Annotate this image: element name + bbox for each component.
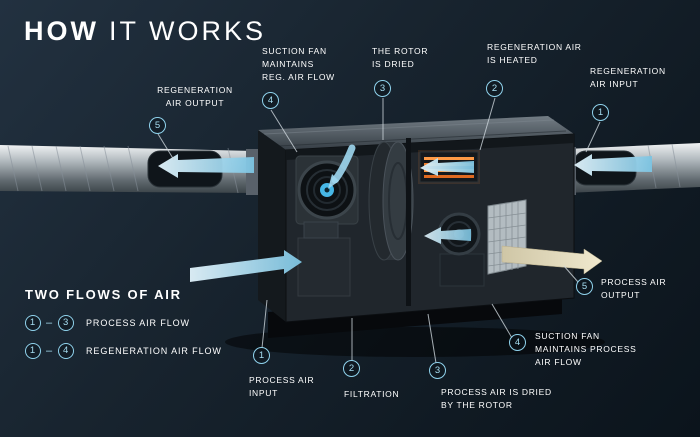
badge-process-air-output: 5	[576, 278, 593, 295]
title-rest: IT WORKS	[108, 16, 266, 46]
badge-regeneration-air-input: 1	[592, 104, 609, 121]
page-title: HOW IT WORKS	[24, 16, 266, 47]
badge-suction-fan-reg: 4	[262, 92, 279, 109]
legend-badge-regeneration-to: 4	[58, 343, 75, 359]
badge-suction-fan-process: 4	[509, 334, 526, 351]
rotor	[368, 138, 414, 306]
process-output-arrow	[501, 245, 603, 275]
regeneration-input-arrow	[574, 154, 652, 176]
legend-dash: –	[46, 317, 54, 329]
fan-intake-arrow	[328, 144, 356, 189]
badge-filtration: 2	[343, 360, 360, 377]
leader-lines	[157, 97, 601, 364]
legend-label-process: PROCESS AIR FLOW	[86, 318, 190, 328]
legend-badge-regeneration-from: 1	[25, 343, 41, 359]
callout-label-process-air-dried: PROCESS AIR IS DRIED BY THE ROTOR	[441, 387, 552, 411]
legend-title: TWO FLOWS OF AIR	[25, 287, 182, 302]
callout-label-process-air-output: PROCESS AIR OUTPUT	[601, 277, 667, 301]
callout-label-suction-fan-process: SUCTION FAN MAINTAINS PROCESS AIR FLOW	[535, 331, 637, 368]
rotor-process-arrow	[424, 227, 471, 244]
callout-label-process-air-input: PROCESS AIR INPUT	[249, 375, 315, 399]
suction-fan-regeneration	[295, 155, 359, 225]
regeneration-output-arrow	[158, 154, 254, 178]
process-input-arrow	[190, 250, 302, 282]
callout-label-reg-air-heated: REGENERATION AIR IS HEATED	[487, 42, 582, 66]
legend-label-regeneration: REGENERATION AIR FLOW	[86, 346, 222, 356]
heated-air-arrow	[420, 158, 474, 176]
cabinet-boxes	[297, 221, 351, 297]
callout-label-suction-fan-reg: SUCTION FAN MAINTAINS REG. AIR FLOW	[262, 46, 335, 83]
badge-process-air-input: 1	[253, 347, 270, 364]
callout-label-regeneration-air-output: REGENERATION AIR OUTPUT	[157, 85, 233, 109]
legend-dash: –	[46, 345, 54, 357]
badge-regeneration-air-output: 5	[149, 117, 166, 134]
title-bold: HOW	[24, 16, 99, 46]
badge-process-air-dried: 3	[429, 362, 446, 379]
legend-row-regeneration: 1 – 4 REGENERATION AIR FLOW	[25, 343, 222, 359]
legend-row-process: 1 – 3 PROCESS AIR FLOW	[25, 315, 190, 331]
callout-label-filtration: FILTRATION	[344, 389, 400, 399]
callout-label-rotor-dried: THE ROTOR IS DRIED	[372, 46, 429, 70]
legend-badge-process-from: 1	[25, 315, 41, 331]
callout-label-regeneration-air-input: REGENERATION AIR INPUT	[590, 66, 666, 90]
badge-rotor-dried: 3	[374, 80, 391, 97]
badge-reg-air-heated: 2	[486, 80, 503, 97]
legend-badge-process-to: 3	[58, 315, 75, 331]
